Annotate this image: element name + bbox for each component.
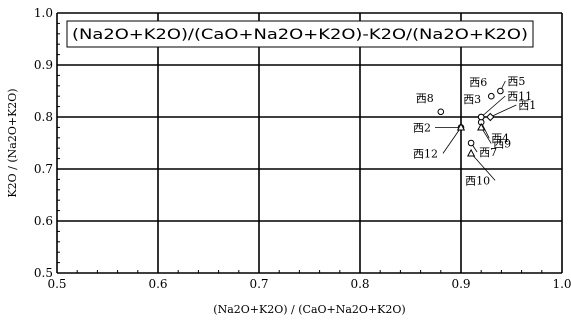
data-point (466, 148, 476, 157)
point-label: 西10 (465, 174, 490, 187)
point-label: 西1 (518, 99, 536, 112)
point-labels: 西1 西2 西3 西4 西5 西6 西7 西8 西9 西10 西11 西12 (413, 75, 536, 187)
x-tick-label: 1.0 (552, 277, 571, 291)
title-box (66, 20, 534, 48)
data-point (477, 113, 485, 121)
x-tick-label: 0.9 (451, 277, 470, 291)
data-point (456, 122, 466, 131)
x-tick-label: 0.5 (47, 277, 66, 291)
grid (56, 12, 563, 274)
leader-lines (435, 80, 517, 181)
point-label: 西5 (507, 75, 525, 88)
y-tick-label: 0.5 (34, 266, 53, 280)
point-label: 西12 (413, 147, 438, 160)
x-tick-label: 0.7 (249, 277, 268, 291)
leader-line (470, 153, 496, 181)
axis-ticks: 0.5 0.6 0.7 0.8 0.9 1.0 0.5 0.6 0.7 0.8 0.9 1.0 (34, 6, 571, 291)
point-label: 西7 (479, 146, 497, 159)
y-tick-label: 0.6 (34, 214, 53, 228)
leader-line (490, 104, 517, 118)
data-point (497, 87, 504, 95)
y-tick-label: 1.0 (34, 6, 53, 20)
y-tick-label: 0.7 (34, 162, 53, 176)
data-point (486, 112, 495, 122)
y-tick-label: 0.8 (34, 110, 53, 124)
leader-line (442, 127, 462, 154)
data-point (467, 139, 475, 147)
point-label: 西2 (413, 121, 431, 134)
x-axis-label: (Na2O+K2O) / (CaO+Na2O+K2O) (213, 303, 405, 316)
point-label: 西4 (491, 132, 509, 145)
y-tick-label: 0.9 (34, 58, 53, 72)
data-points (437, 87, 504, 157)
point-label: 西3 (463, 93, 481, 106)
data-point (477, 122, 486, 131)
chart-title: (Na2O+K2O)/(CaO+Na2O+K2O)-K2O/(Na2O+K2O) (72, 27, 528, 43)
data-point (488, 92, 495, 100)
data-point (437, 108, 445, 116)
x-tick-label: 0.8 (350, 277, 369, 291)
leader-line (480, 95, 506, 118)
x-tick-label: 0.6 (148, 277, 167, 291)
y-axis-label: K2O / (Na2O+K2O) (6, 88, 19, 197)
point-label: 西11 (507, 90, 532, 103)
point-label: 西8 (416, 92, 434, 105)
point-label: 西6 (469, 76, 487, 89)
point-label: 西9 (493, 137, 511, 150)
